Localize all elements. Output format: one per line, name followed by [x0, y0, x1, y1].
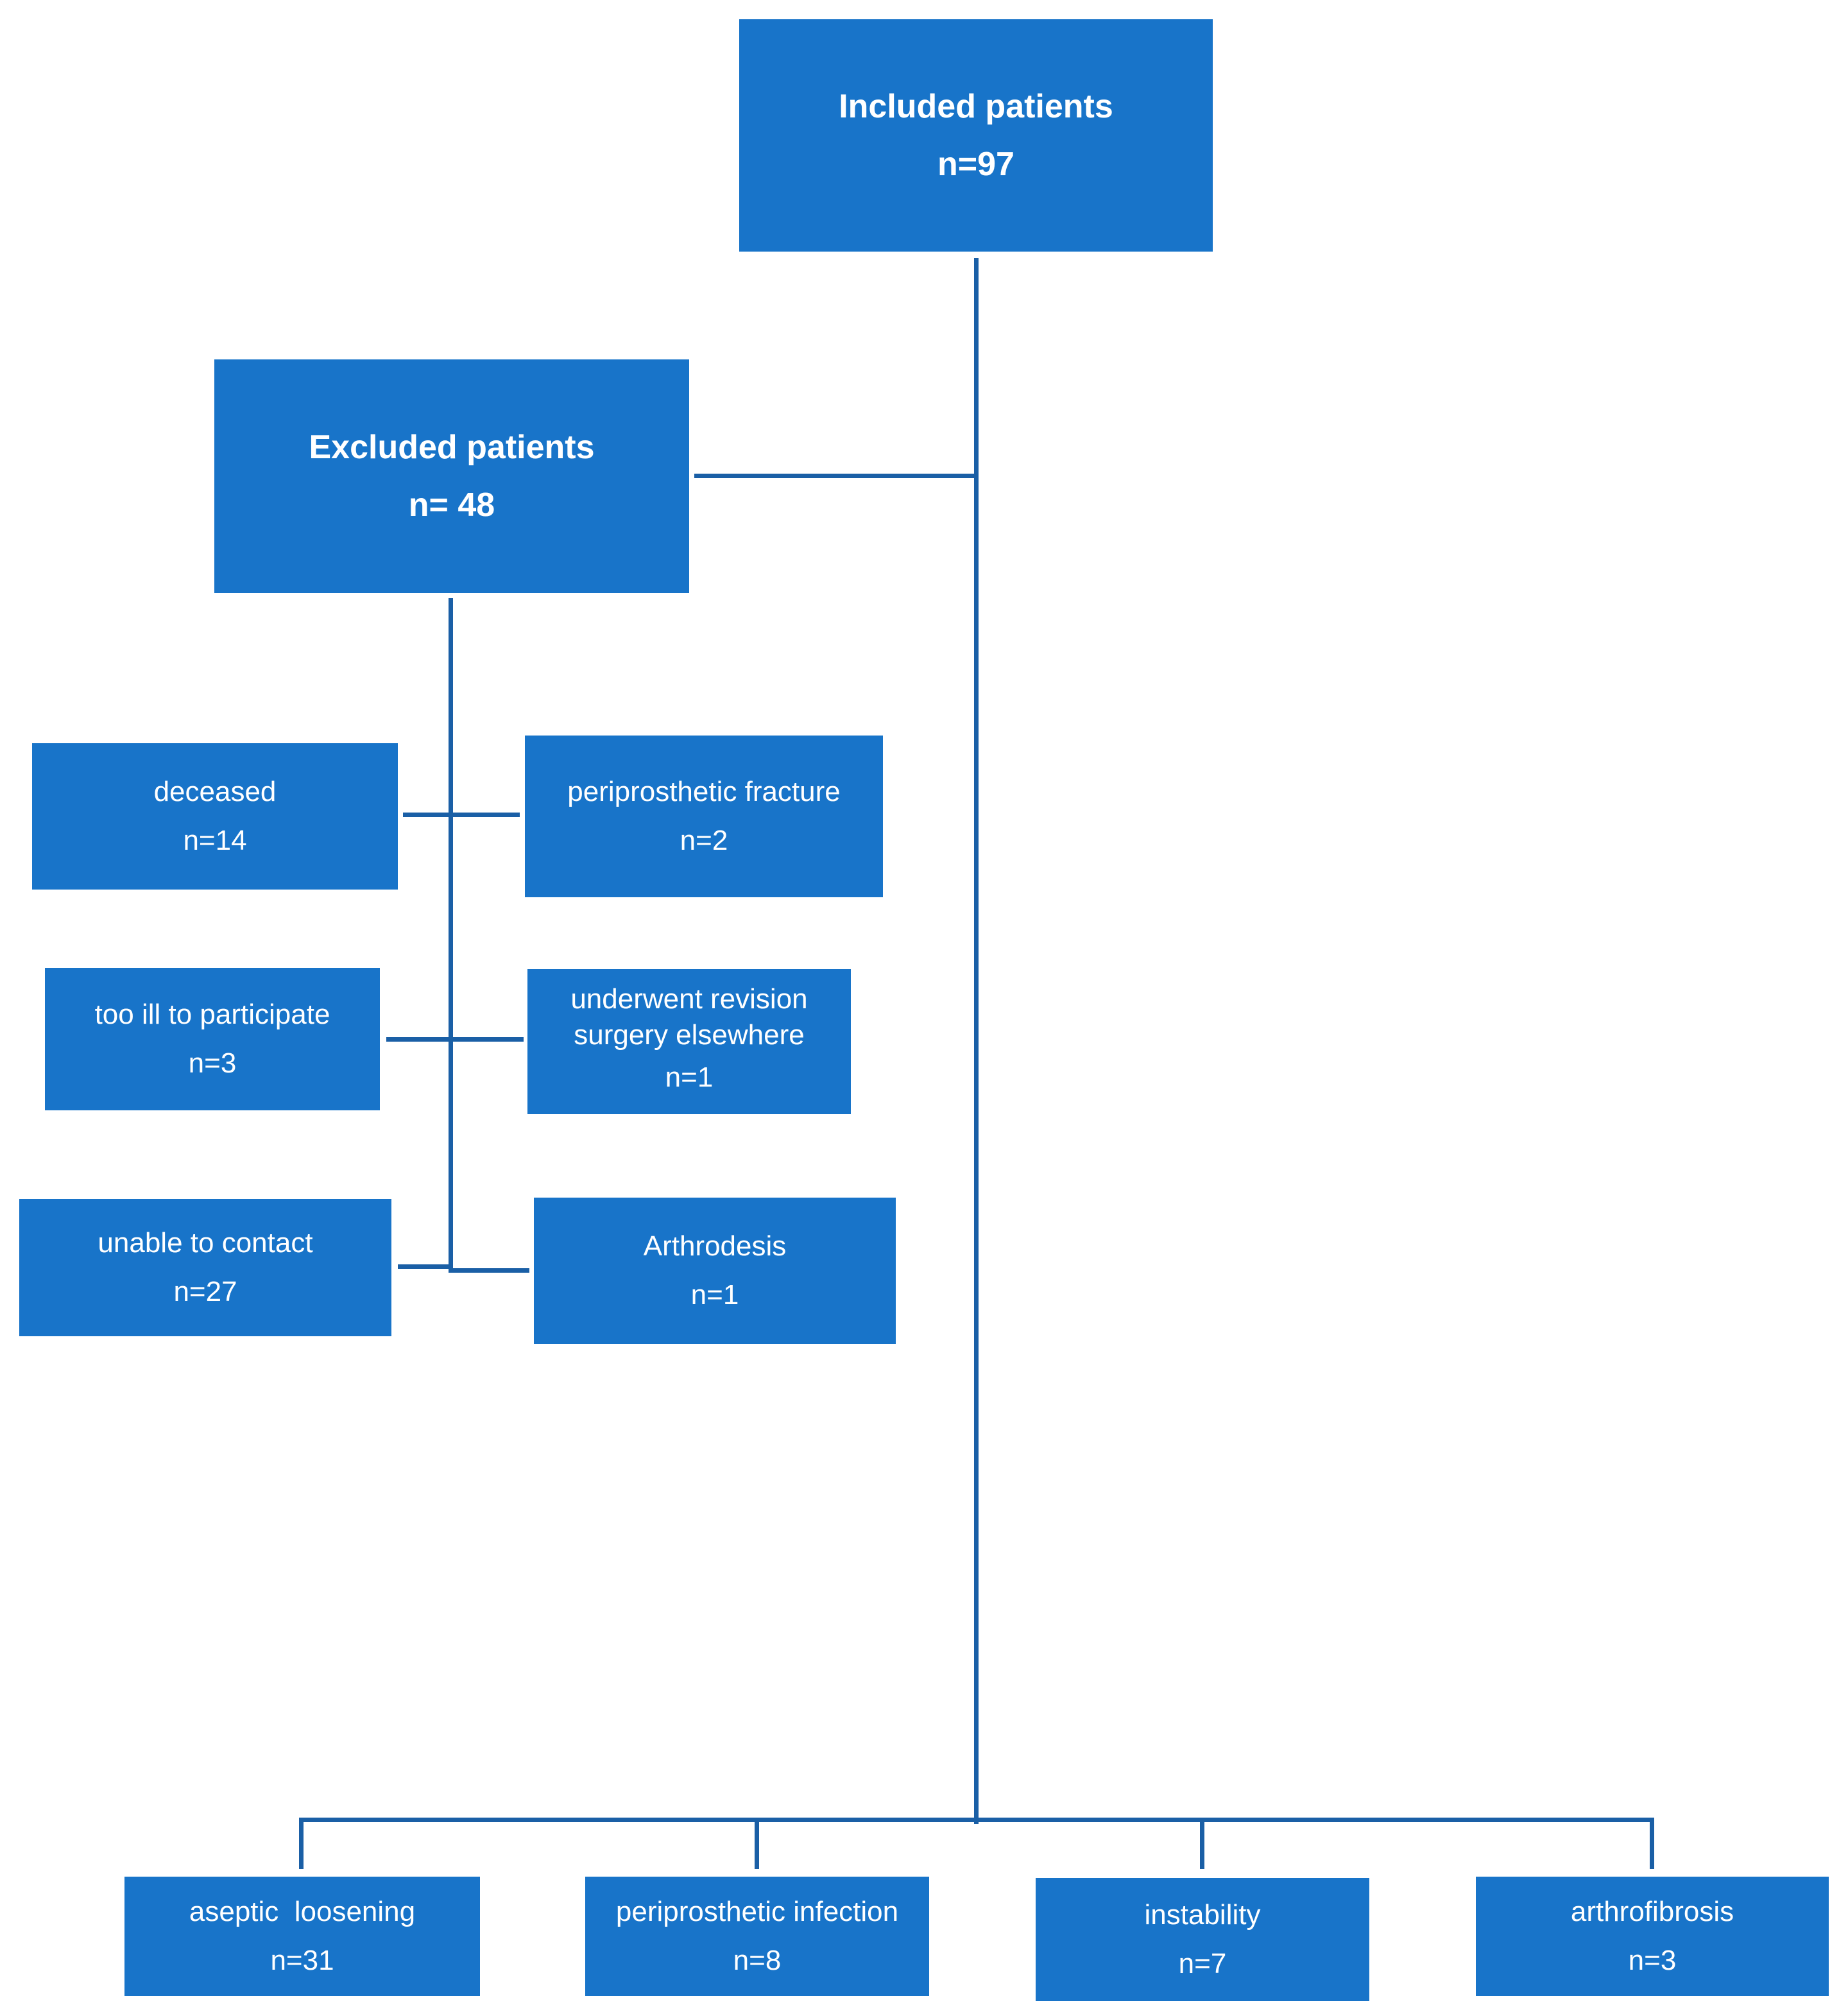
- excluded-count: n= 48: [408, 486, 495, 524]
- revision-box-periprosthetic-infection: periprosthetic infection n=8: [585, 1877, 929, 1996]
- exclusion-count: n=14: [183, 825, 247, 856]
- connector-excluded-trunk: [449, 598, 453, 1272]
- revision-count: n=3: [1628, 1945, 1677, 1976]
- included-count: n=97: [937, 146, 1014, 183]
- revision-count: n=31: [270, 1945, 334, 1976]
- exclusion-label: unable to contact: [98, 1227, 313, 1259]
- exclusion-box-periprosthetic-fracture: periprosthetic fracture n=2: [525, 736, 883, 897]
- exclusion-count: n=3: [188, 1047, 237, 1079]
- connector-included-trunk: [974, 258, 979, 1824]
- exclusion-label: underwent revision surgery elsewhere: [570, 983, 808, 1051]
- revision-box-arthrofibrosis: arthrofibrosis n=3: [1476, 1877, 1829, 1996]
- exclusion-label: periprosthetic fracture: [567, 776, 841, 807]
- connector-bottom-bus: [299, 1818, 1654, 1822]
- exclusion-label: Arthrodesis: [643, 1230, 787, 1262]
- connector-row3-right: [449, 1268, 529, 1273]
- revision-label: arthrofibrosis: [1570, 1896, 1734, 1927]
- excluded-label: Excluded patients: [309, 429, 595, 466]
- exclusion-count: n=27: [173, 1276, 237, 1307]
- connector-drop-3: [1200, 1818, 1204, 1869]
- connector-to-excluded: [694, 474, 977, 478]
- revision-count: n=7: [1178, 1948, 1227, 1979]
- exclusion-box-too-ill: too ill to participate n=3: [45, 968, 380, 1110]
- included-label: Included patients: [839, 88, 1113, 125]
- connector-drop-1: [299, 1818, 304, 1869]
- exclusion-count: n=1: [690, 1279, 739, 1311]
- connector-drop-2: [755, 1818, 759, 1869]
- revision-label: aseptic loosening: [189, 1896, 416, 1927]
- exclusion-box-unable-to-contact: unable to contact n=27: [19, 1199, 391, 1336]
- exclusion-label: deceased: [153, 776, 277, 807]
- included-patients-box: Included patients n=97: [739, 19, 1213, 252]
- revision-count: n=8: [733, 1945, 782, 1976]
- excluded-patients-box: Excluded patients n= 48: [214, 359, 689, 593]
- revision-label: periprosthetic infection: [615, 1896, 899, 1927]
- connector-drop-4: [1650, 1818, 1654, 1869]
- exclusion-count: n=1: [665, 1062, 714, 1093]
- exclusion-box-arthrodesis: Arthrodesis n=1: [534, 1198, 896, 1344]
- exclusion-box-deceased: deceased n=14: [32, 743, 398, 890]
- exclusion-box-revision-elsewhere: underwent revision surgery elsewhere n=1: [527, 969, 851, 1114]
- revision-box-aseptic-loosening: aseptic loosening n=31: [124, 1877, 480, 1996]
- connector-row1: [403, 813, 520, 817]
- connector-row2: [386, 1037, 524, 1042]
- exclusion-label: too ill to participate: [94, 999, 330, 1030]
- exclusion-count: n=2: [680, 825, 728, 856]
- revision-box-instability: instability n=7: [1036, 1878, 1369, 2001]
- revision-label: instability: [1144, 1899, 1261, 1931]
- connector-row3-left: [398, 1264, 453, 1269]
